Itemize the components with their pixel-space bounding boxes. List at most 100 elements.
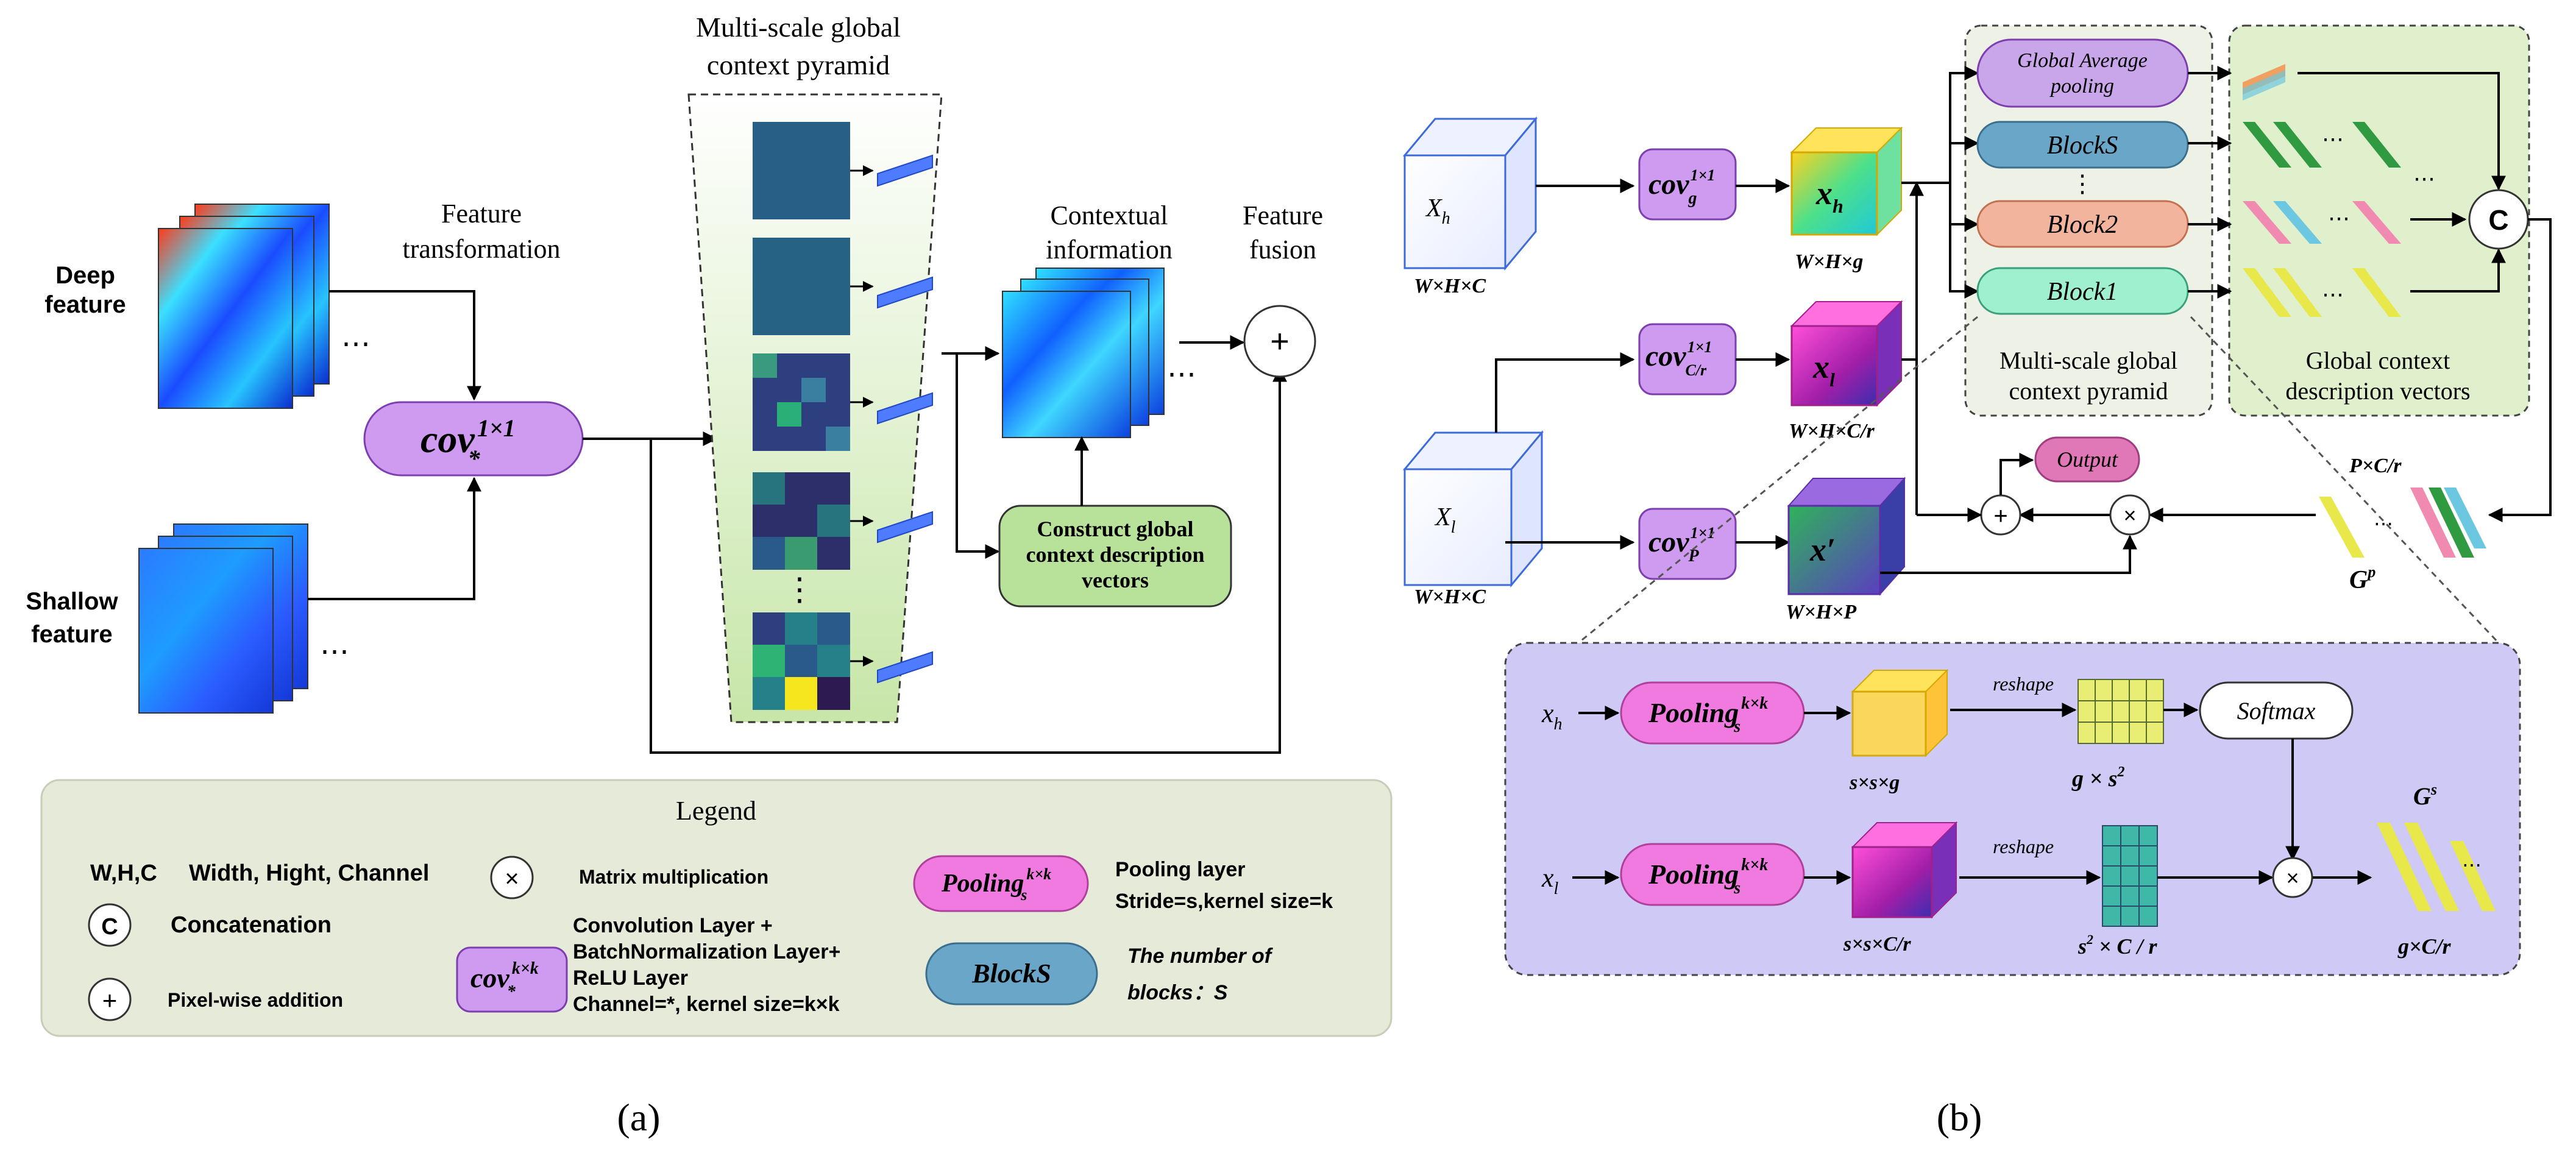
- legend-blocks-label: BlockS: [971, 959, 1051, 988]
- detail-cube-g: [1851, 668, 1949, 757]
- blocks-block: [1976, 121, 2189, 169]
- context-dots: ⋯: [1167, 358, 1196, 391]
- cov-g-block: [1638, 148, 1737, 221]
- legend-plus-desc: Pixel-wise addition: [168, 989, 343, 1011]
- xprime-stack: [1787, 477, 1906, 596]
- xl-label: xl: [1812, 349, 1835, 391]
- Gs-dots: ⋯: [2462, 854, 2482, 876]
- gap-label-1: Global Average: [2017, 49, 2148, 72]
- Xh-cube: [1402, 116, 1538, 271]
- gcdv-dots-1: ⋯: [2322, 126, 2344, 151]
- arrow-pyramid-to-construct: [956, 353, 1000, 559]
- detail-ssc: s×s×C/r: [1843, 933, 1911, 956]
- output-label: Output: [2057, 447, 2118, 472]
- detail-ssg: s×s×g: [1849, 771, 1900, 794]
- detail-gcr: g×C/r: [2397, 934, 2452, 959]
- legend-c-icon: [88, 903, 132, 947]
- shallow-feature-stack: ⋯: [138, 523, 349, 714]
- softmax-label: Softmax: [2237, 697, 2316, 725]
- legend-c-desc: Concatenation: [171, 912, 332, 938]
- xprime-dim: W×H×P: [1786, 601, 1856, 623]
- caption-b: (b): [1937, 1096, 1982, 1139]
- arrow-xh-to-block1: [1949, 224, 1979, 299]
- legend-cov-desc-4: Channel=*, kernel size=k×k: [573, 993, 840, 1016]
- detail-grid-c: [2102, 825, 2158, 927]
- output-block: [2034, 436, 2140, 483]
- plus-symbol: +: [1993, 503, 2007, 530]
- Gs-vectors: [2377, 823, 2496, 911]
- legend-times-symbol: ×: [505, 865, 519, 892]
- legend-blocks-icon: [925, 942, 1098, 1005]
- Xl-cube: [1402, 430, 1544, 588]
- detail-gs2: g × s2: [2071, 764, 2124, 792]
- gcdv-group-label-2: description vectors: [2285, 377, 2470, 405]
- pyramid-group-label-1: Multi-scale global: [1999, 347, 2177, 374]
- pyramid-map-2: [753, 238, 850, 335]
- gcdv-to-concat-arrows: [2297, 72, 2506, 293]
- zoom-line-right: [2190, 316, 2500, 644]
- pyramid-map-3: [753, 353, 850, 451]
- detail-reshape-1: reshape: [1993, 673, 2054, 695]
- legend-times-icon: [490, 856, 534, 899]
- pyramid-map-4: [753, 472, 850, 570]
- block-to-vector-arrows: [2188, 66, 2232, 299]
- legend-title: Legend: [676, 796, 756, 826]
- pyramid-maps: ⋮: [753, 122, 850, 710]
- fusion-plus-node: [1243, 305, 1316, 378]
- legend-whc-key: W,H,C: [90, 860, 157, 886]
- arrow-concat-to-Gp: [2488, 218, 2552, 522]
- detail-pool-2: [1620, 843, 1805, 906]
- detail-grid-g: [2077, 679, 2164, 744]
- blocks-label: BlockS: [2047, 132, 2118, 160]
- arrow-shallow-to-cov: [308, 477, 481, 600]
- gcdv-dots-2: ⋯: [2328, 205, 2350, 230]
- gcdv-group-label-1: Global context: [2306, 347, 2450, 374]
- deep-dots: ⋯: [341, 328, 371, 360]
- legend-pooling-icon: [913, 855, 1089, 912]
- detail-cube-c: [1851, 821, 1958, 919]
- block2-label: Block2: [2047, 211, 2118, 239]
- xh-stack: [1790, 126, 1903, 236]
- deep-feature-stack: ⋯: [158, 204, 371, 409]
- detail-xl-label: xl: [1541, 863, 1559, 898]
- legend-cov-desc-3: ReLU Layer: [573, 966, 688, 990]
- legend-whc-desc: Width, Hight, Channel: [189, 860, 429, 886]
- Gp-dim: P×C/r: [2349, 455, 2402, 477]
- xl-dim: W×H×C/r: [1789, 420, 1875, 442]
- softmax-block: [2199, 681, 2354, 740]
- detail-xh-label: xh: [1541, 698, 1563, 734]
- fusion-plus-symbol: +: [1270, 323, 1290, 360]
- times-symbol: ×: [2123, 503, 2136, 528]
- arrow-xprime-to-times: [1880, 534, 2137, 574]
- xh-label: xh: [1815, 175, 1843, 217]
- legend-cov-desc-2: BatchNormalization Layer+: [573, 940, 840, 963]
- legend-times-desc: Matrix multiplication: [579, 866, 768, 888]
- cov-p-block: [1638, 508, 1737, 580]
- legend-c-symbol: C: [101, 914, 118, 940]
- block1-label: Block1: [2047, 278, 2118, 306]
- gcdv-dots-4: ⋯: [2413, 166, 2435, 191]
- arrow-deep-to-cov: [329, 290, 481, 401]
- gcdv-vectors: [2243, 64, 2401, 317]
- arrow-Xl-to-covcr: [1495, 352, 1635, 433]
- legend-pooling-desc-2: Stride=s,kernel size=k: [1115, 890, 1333, 913]
- legend-cov-desc-1: Convolution Layer +: [573, 914, 773, 937]
- Xl-dim: W×H×C: [1414, 586, 1486, 608]
- Gp-label: Gp: [2349, 563, 2376, 594]
- construct-box: [998, 505, 1232, 608]
- arrow-xh-to-gap: [1901, 66, 1979, 184]
- concat-symbol: C: [2488, 204, 2508, 236]
